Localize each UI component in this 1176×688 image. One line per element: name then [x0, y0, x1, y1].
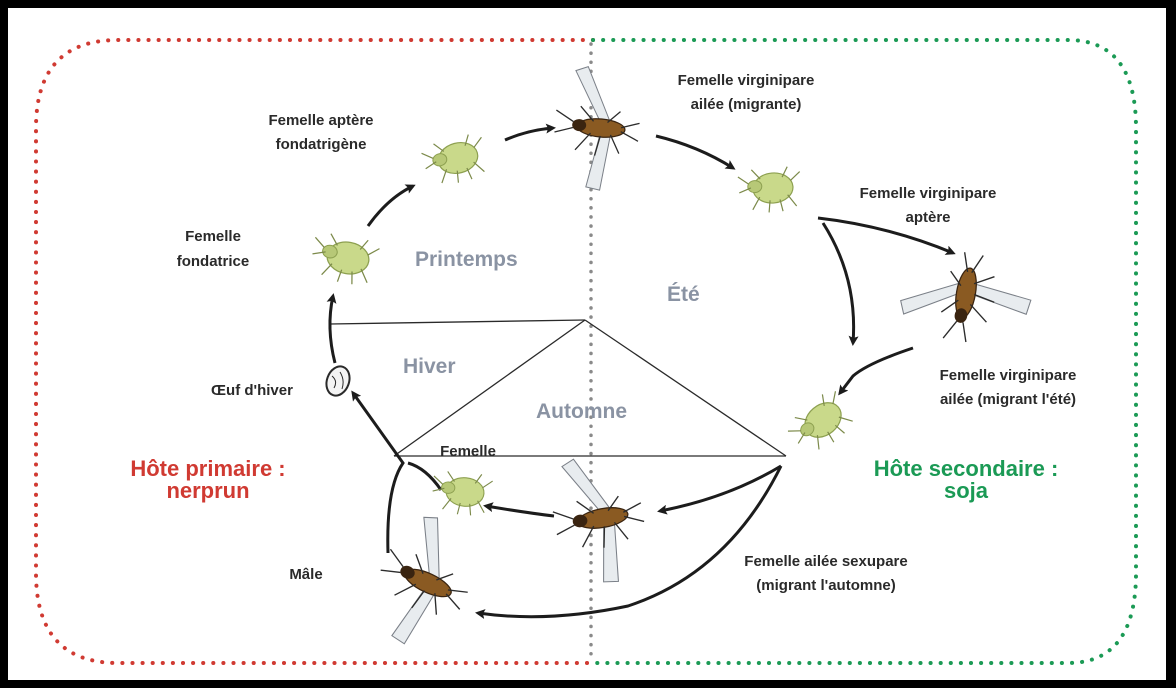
aphid-life-cycle-diagram: Printemps Été Hiver Automne Femelle aptè…	[8, 8, 1166, 680]
label-oeuf-hiver: Œuf d'hiver	[211, 382, 293, 399]
label-sexupare-1: Femelle ailée sexupare	[744, 553, 907, 570]
label-virginipare-ete-1: Femelle virginipare	[940, 367, 1077, 384]
winged-migrante-icon	[550, 64, 644, 193]
label-sexupare-2: (migrant l'automne)	[756, 577, 895, 594]
secondary-host-name: soja	[944, 478, 989, 503]
label-femelle-fondatrice-1: Femelle	[185, 228, 241, 245]
label-femelle-aptere: Femelle aptère	[268, 112, 373, 129]
winged-male-icon	[357, 505, 491, 658]
label-virginipare-ete-2: ailée (migrant l'été)	[940, 391, 1076, 408]
diagram-frame: Printemps Été Hiver Automne Femelle aptè…	[8, 8, 1166, 680]
season-hiver: Hiver	[403, 355, 456, 378]
arrow-summer-to-autumn	[840, 348, 913, 393]
season-line-winter-autumn	[394, 320, 585, 456]
season-line-spring-winter	[330, 320, 585, 324]
aphid-fondatrice-icon	[308, 231, 380, 288]
arrow-to-egg	[353, 393, 403, 553]
arrow-to-sexupare	[660, 466, 781, 511]
label-virginipare-aptere-1: Femelle virginipare	[860, 185, 997, 202]
arrow-sexupare-to-femelle	[486, 506, 554, 516]
arrow-fondatrigene-to-migrante	[505, 128, 553, 140]
season-automne: Automne	[536, 400, 627, 423]
winged-summer-icon	[896, 243, 1037, 352]
season-line-summer-autumn	[585, 320, 786, 456]
label-virginipare-ailee-2: ailée (migrante)	[691, 96, 802, 113]
arrow-migrante-to-aptere	[656, 136, 733, 168]
season-printemps: Printemps	[415, 248, 518, 271]
label-virginipare-aptere-2: aptère	[905, 209, 950, 226]
primary-host-name: nerprun	[166, 478, 249, 503]
arrow-femelle-join	[408, 463, 441, 490]
label-femelle: Femelle	[440, 443, 496, 460]
winter-egg-icon	[323, 363, 354, 399]
aphid-fondatrigene-icon	[420, 131, 491, 190]
winged-sexupare-icon	[544, 449, 653, 590]
label-fondatrigene: fondatrigène	[276, 136, 367, 153]
label-male: Mâle	[289, 566, 322, 583]
season-ete: Été	[667, 283, 700, 306]
arrow-aptere-down	[823, 223, 854, 343]
aphid-femelle-icon	[431, 470, 493, 517]
label-femelle-fondatrice-2: fondatrice	[177, 253, 250, 270]
arrow-egg-to-fondatrice	[330, 296, 335, 363]
aphid-summer-icon	[784, 387, 860, 461]
arrow-fondatrice-to-fondatrigene	[368, 186, 413, 226]
label-virginipare-ailee-1: Femelle virginipare	[678, 72, 815, 89]
aphid-virginipare-aptere-icon	[737, 166, 803, 215]
